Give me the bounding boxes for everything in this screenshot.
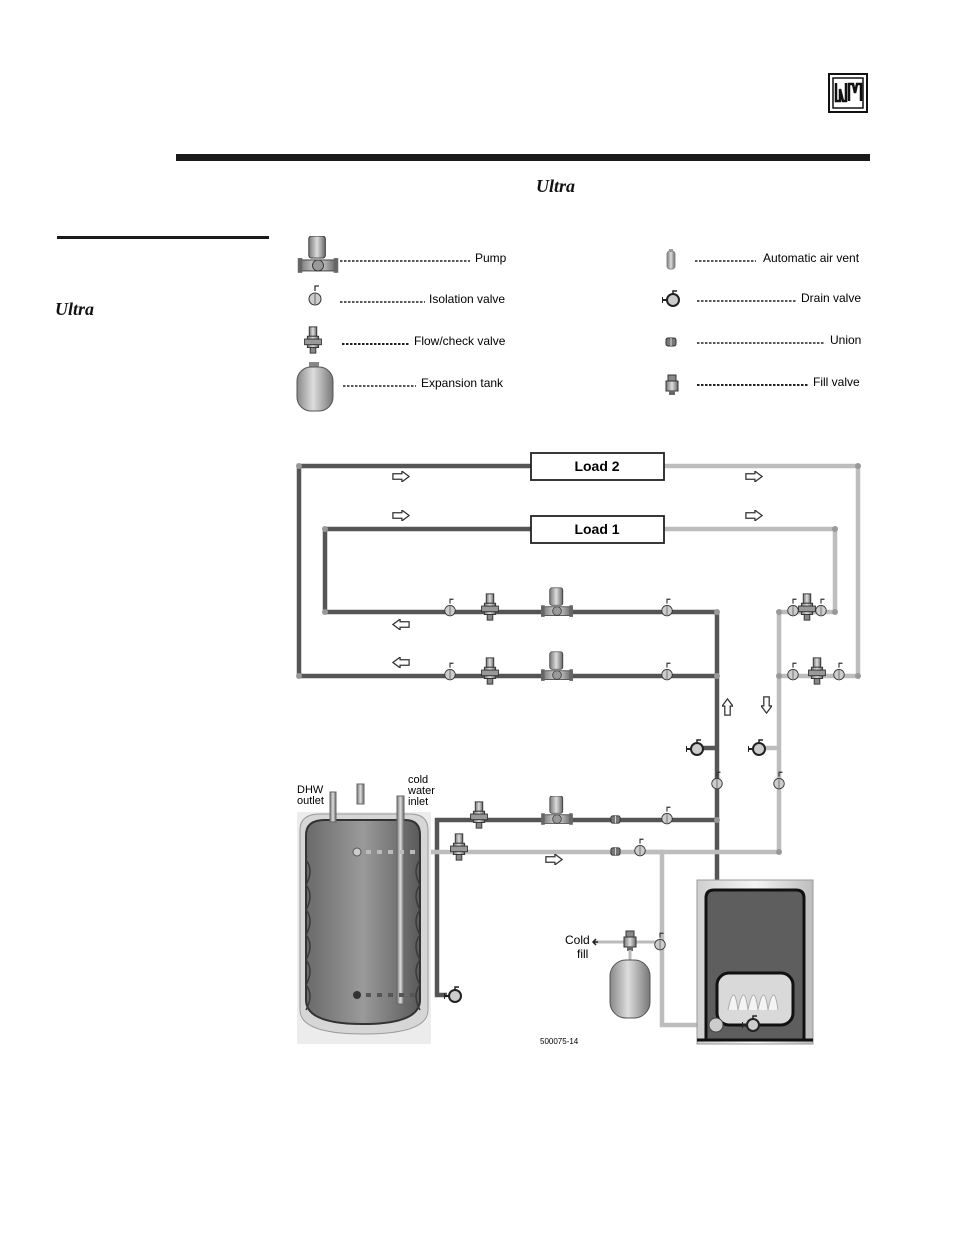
isolation-valve-icon — [816, 599, 827, 616]
load-1-label: Load 1 — [574, 521, 619, 537]
pump-icon — [541, 588, 573, 617]
isolation-valve-icon — [788, 599, 799, 616]
flow-check-valve-icon — [482, 658, 499, 684]
flow-arrow-right-icon — [546, 854, 562, 865]
indirect-water-heater: DHW outlet cold water inlet — [297, 774, 435, 1044]
isolation-valve-icon — [788, 663, 799, 680]
drain-valve-icon — [748, 740, 765, 755]
boiler — [697, 880, 813, 1044]
legend-item-expansion-tank: Expansion tank — [297, 362, 504, 411]
union-icon — [611, 816, 620, 823]
flow-check-valve-icon — [451, 834, 468, 860]
drain-valve-icon — [686, 740, 703, 755]
legend-label-air-vent: Automatic air vent — [763, 251, 860, 265]
union-icon — [611, 848, 620, 855]
figure-number: 500075-14 — [540, 1037, 579, 1046]
isolation-valve-icon — [662, 807, 673, 824]
zone-2-components — [445, 652, 845, 684]
legend-label-flow-check-valve: Flow/check valve — [414, 334, 506, 348]
cold-fill-label-line2: fill — [577, 947, 588, 961]
union-icon — [666, 338, 676, 346]
load-1-box: Load 1 — [531, 516, 664, 543]
dhw-outlet-label-line2: outlet — [297, 795, 324, 807]
legend-item-pump: Pump — [298, 236, 507, 273]
flow-arrow-left-icon — [393, 657, 409, 668]
fill-valve-icon — [624, 931, 636, 951]
pump-icon — [541, 652, 573, 681]
legend-item-drain-valve: Drain valve — [662, 291, 861, 306]
legend-item-isolation-valve: Isolation valve — [309, 286, 505, 306]
pump-icon — [298, 236, 338, 273]
legend-label-isolation-valve: Isolation valve — [429, 292, 505, 306]
flow-arrow-left-icon — [393, 619, 409, 630]
isolation-valve-icon — [774, 772, 785, 789]
flow-arrow-right-icon — [746, 510, 762, 521]
flow-check-valve-icon — [809, 658, 826, 684]
cold-inlet-label-line3: inlet — [408, 796, 428, 808]
isolation-valve-icon — [662, 599, 673, 616]
pump-icon — [541, 796, 573, 825]
isolation-valve-icon — [635, 839, 646, 856]
air-vent-icon — [667, 249, 675, 269]
flow-arrow-down-icon — [761, 697, 772, 713]
expansion-tank-icon — [297, 362, 333, 411]
flow-check-valve-icon — [482, 594, 499, 620]
load-2-label: Load 2 — [574, 458, 619, 474]
flow-check-valve-icon — [305, 327, 322, 353]
legend-label-fill-valve: Fill valve — [813, 375, 860, 389]
legend: Pump Isolation valve Flow/check valve Ex… — [297, 236, 861, 411]
legend-item-fill-valve: Fill valve — [666, 375, 860, 395]
legend-item-union: Union — [666, 333, 861, 347]
isolation-valve-icon — [834, 663, 845, 680]
flow-arrow-right-icon — [393, 471, 409, 482]
legend-label-pump: Pump — [475, 251, 507, 265]
legend-label-union: Union — [830, 333, 861, 347]
legend-item-air-vent: Automatic air vent — [667, 249, 860, 269]
expansion-tank-icon — [610, 960, 650, 1018]
flow-arrow-right-icon — [393, 510, 409, 521]
load-2-box: Load 2 — [531, 453, 664, 480]
flow-arrow-up-icon — [722, 699, 733, 715]
isolation-valve-icon — [445, 663, 456, 680]
flow-check-valve-icon — [471, 802, 488, 828]
isolation-valve-icon — [445, 599, 456, 616]
zone-1-components — [445, 588, 827, 620]
flow-check-valve-icon — [799, 594, 816, 620]
legend-label-expansion-tank: Expansion tank — [421, 376, 504, 390]
cold-fill-label-line1: Cold — [565, 933, 590, 947]
legend-label-drain-valve: Drain valve — [801, 291, 861, 305]
drain-valve-icon — [662, 291, 679, 306]
isolation-valve-icon — [309, 286, 321, 305]
isolation-valve-icon — [662, 663, 673, 680]
legend-item-flow-check-valve: Flow/check valve — [305, 327, 506, 353]
cold-fill-assembly: Cold fill — [565, 931, 665, 1018]
fill-valve-icon — [666, 375, 678, 395]
isolation-valve-icon — [712, 772, 723, 789]
flow-arrow-right-icon — [746, 471, 762, 482]
